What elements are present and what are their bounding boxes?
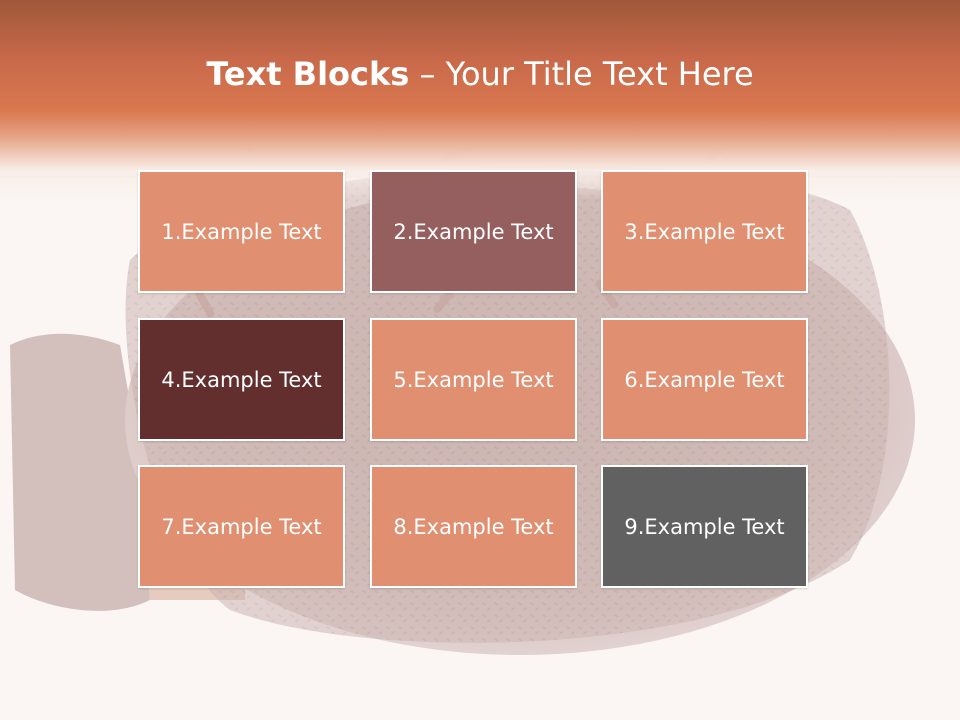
text-block-5: 5.Example Text — [370, 318, 577, 441]
text-block-grid: 1.Example Text 2.Example Text 3.Example … — [138, 170, 814, 593]
text-block-4: 4.Example Text — [138, 318, 345, 441]
text-block-7: 7.Example Text — [138, 465, 345, 588]
text-block-3: 3.Example Text — [601, 170, 808, 293]
page-title: Text Blocks – Your Title Text Here — [0, 52, 960, 96]
text-block-6: 6.Example Text — [601, 318, 808, 441]
text-block-2: 2.Example Text — [370, 170, 577, 293]
text-block-9: 9.Example Text — [601, 465, 808, 588]
title-bold: Text Blocks — [206, 55, 410, 93]
header-band — [0, 0, 960, 200]
title-rest: – Your Title Text Here — [409, 55, 754, 93]
text-block-1: 1.Example Text — [138, 170, 345, 293]
text-block-8: 8.Example Text — [370, 465, 577, 588]
